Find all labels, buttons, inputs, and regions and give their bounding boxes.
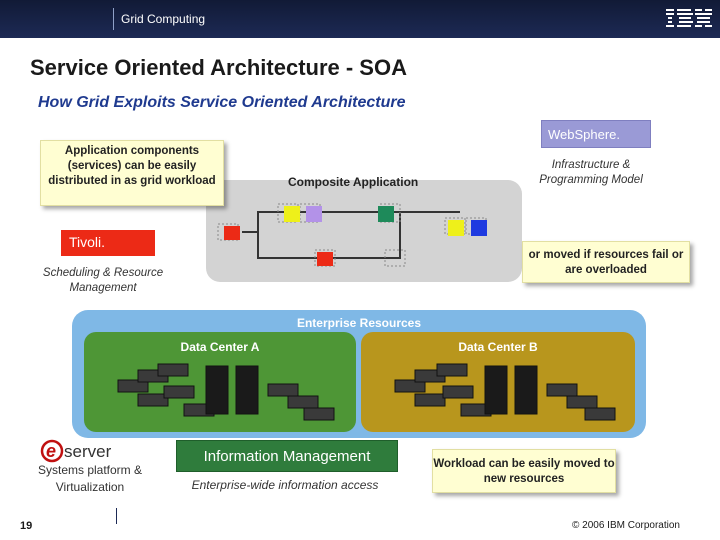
server-rack [485,366,507,414]
eserver-logo: e server [40,437,140,465]
slide-subtitle: How Grid Exploits Service Oriented Archi… [38,94,406,112]
footer-divider [116,508,117,524]
component-purple [306,206,322,222]
server-unit [288,396,318,408]
data-center-a-label: Data Center A [84,340,356,354]
infrastructure-caption: Infrastructure & Programming Model [524,158,658,188]
server-unit [268,384,298,396]
server-rack [206,366,228,414]
copyright: © 2006 IBM Corporation [572,520,680,531]
component-yellow-moved [448,220,464,236]
callout-moved: or moved if resources fail or are overlo… [522,241,690,283]
service-flow-diagram [200,190,530,285]
component-yellow [284,206,300,222]
data-center-b-label: Data Center B [361,340,635,354]
header-title: Grid Computing [121,12,205,26]
component-green [378,206,394,222]
eserver-logo-e: e [46,441,56,461]
data-center-a: Data Center A [84,332,356,432]
server-unit [547,384,577,396]
server-unit [304,408,334,420]
information-caption: Enterprise-wide information access [182,477,388,493]
component-red-moved [317,252,333,266]
server-unit [164,386,194,398]
tivoli-logo: Tivoli. [61,230,155,256]
data-center-a-servers [114,360,354,430]
server-rack [236,366,258,414]
data-center-b: Data Center B [361,332,635,432]
information-management-box: Information Management [176,440,398,472]
component-blue [471,220,487,236]
composite-application-label: Composite Application [288,175,418,189]
server-unit [443,386,473,398]
server-rack [515,366,537,414]
websphere-logo: WebSphere. [541,120,651,148]
server-unit [585,408,615,420]
data-center-b-servers [391,360,631,430]
callout-workload: Workload can be easily moved to new reso… [432,449,616,493]
flow-line-top [242,212,460,232]
server-unit [415,394,445,406]
component-red [224,226,240,240]
header-divider [113,8,114,30]
server-unit [158,364,188,376]
ibm-logo [664,6,714,30]
slide-title: Service Oriented Architecture - SOA [30,55,407,81]
header-bar [0,0,720,38]
enterprise-resources-label: Enterprise Resources [72,316,646,330]
slide-number: 19 [20,520,32,532]
server-unit [437,364,467,376]
server-unit [567,396,597,408]
scheduling-caption: Scheduling & Resource Management [28,266,178,296]
eserver-caption: Systems platform & Virtualization [30,462,150,496]
callout-distributed: Application components (services) can be… [40,140,224,206]
eserver-logo-text: server [64,442,112,461]
